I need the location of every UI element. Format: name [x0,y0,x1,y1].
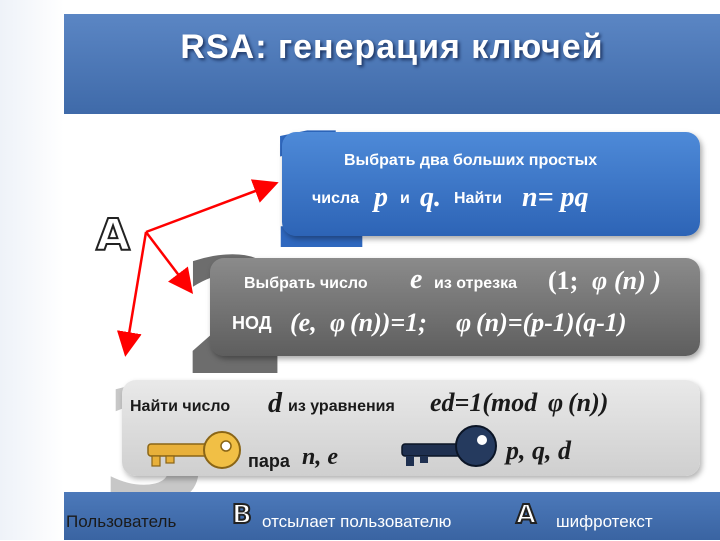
gcd-formula-b: (n))=1; [350,308,427,337]
footer-user-label: Пользователь [66,512,177,531]
pair-label: пара [248,451,290,471]
gcd-label: НОД [232,313,272,333]
footer-bar [64,492,720,540]
step1-formula: n= pq [522,182,589,213]
phi-symbol: φ [330,308,346,337]
phi-symbol: φ [592,266,608,295]
step3-eq-a: ed=1(mod [430,388,538,417]
step2-e: e [410,264,423,295]
left-edge [0,0,64,540]
red-arrow-icon [116,179,279,357]
gold-key-icon [147,431,241,469]
gcd-formula-a: (e, [290,308,317,337]
pair-value: n, e [302,444,338,470]
step3-d: d [268,388,282,419]
step1-prefix: числа [312,190,360,207]
private-value: p, q, d [506,436,571,465]
ciphertext-label: шифротекст [556,512,653,531]
footer-user-a: A [515,499,537,531]
phi-symbol: φ [456,308,472,337]
step2-interval-open: (1; [548,266,579,295]
step1-p: p [374,182,388,213]
step2-panel [210,258,700,356]
step3-equation-text: из уравнения [288,398,395,415]
step3-eq-b: (n)) [568,388,609,417]
step3-prefix: Найти число [130,398,231,415]
step2-interval-close: (n) ) [614,266,661,295]
footer-sends-text: отсылает пользователю [262,512,452,531]
phi-formula: (n)=(p-1)(q-1) [476,308,627,337]
step1-q: q. [420,182,441,213]
header-bar [64,14,720,114]
page-title: RSA: генерация ключей [180,28,604,66]
step1-find: Найти [454,190,502,207]
user-b-label: B [231,499,253,531]
dark-key-icon [401,425,497,467]
step2-range-text: из отрезка [434,275,517,292]
step1-and: и [400,190,410,207]
phi-symbol: φ [548,388,564,417]
step2-prefix: Выбрать число [244,275,368,292]
user-a-label: A [95,209,131,262]
step1-panel [282,132,700,236]
step1-line1: Выбрать два больших простых [344,152,598,169]
